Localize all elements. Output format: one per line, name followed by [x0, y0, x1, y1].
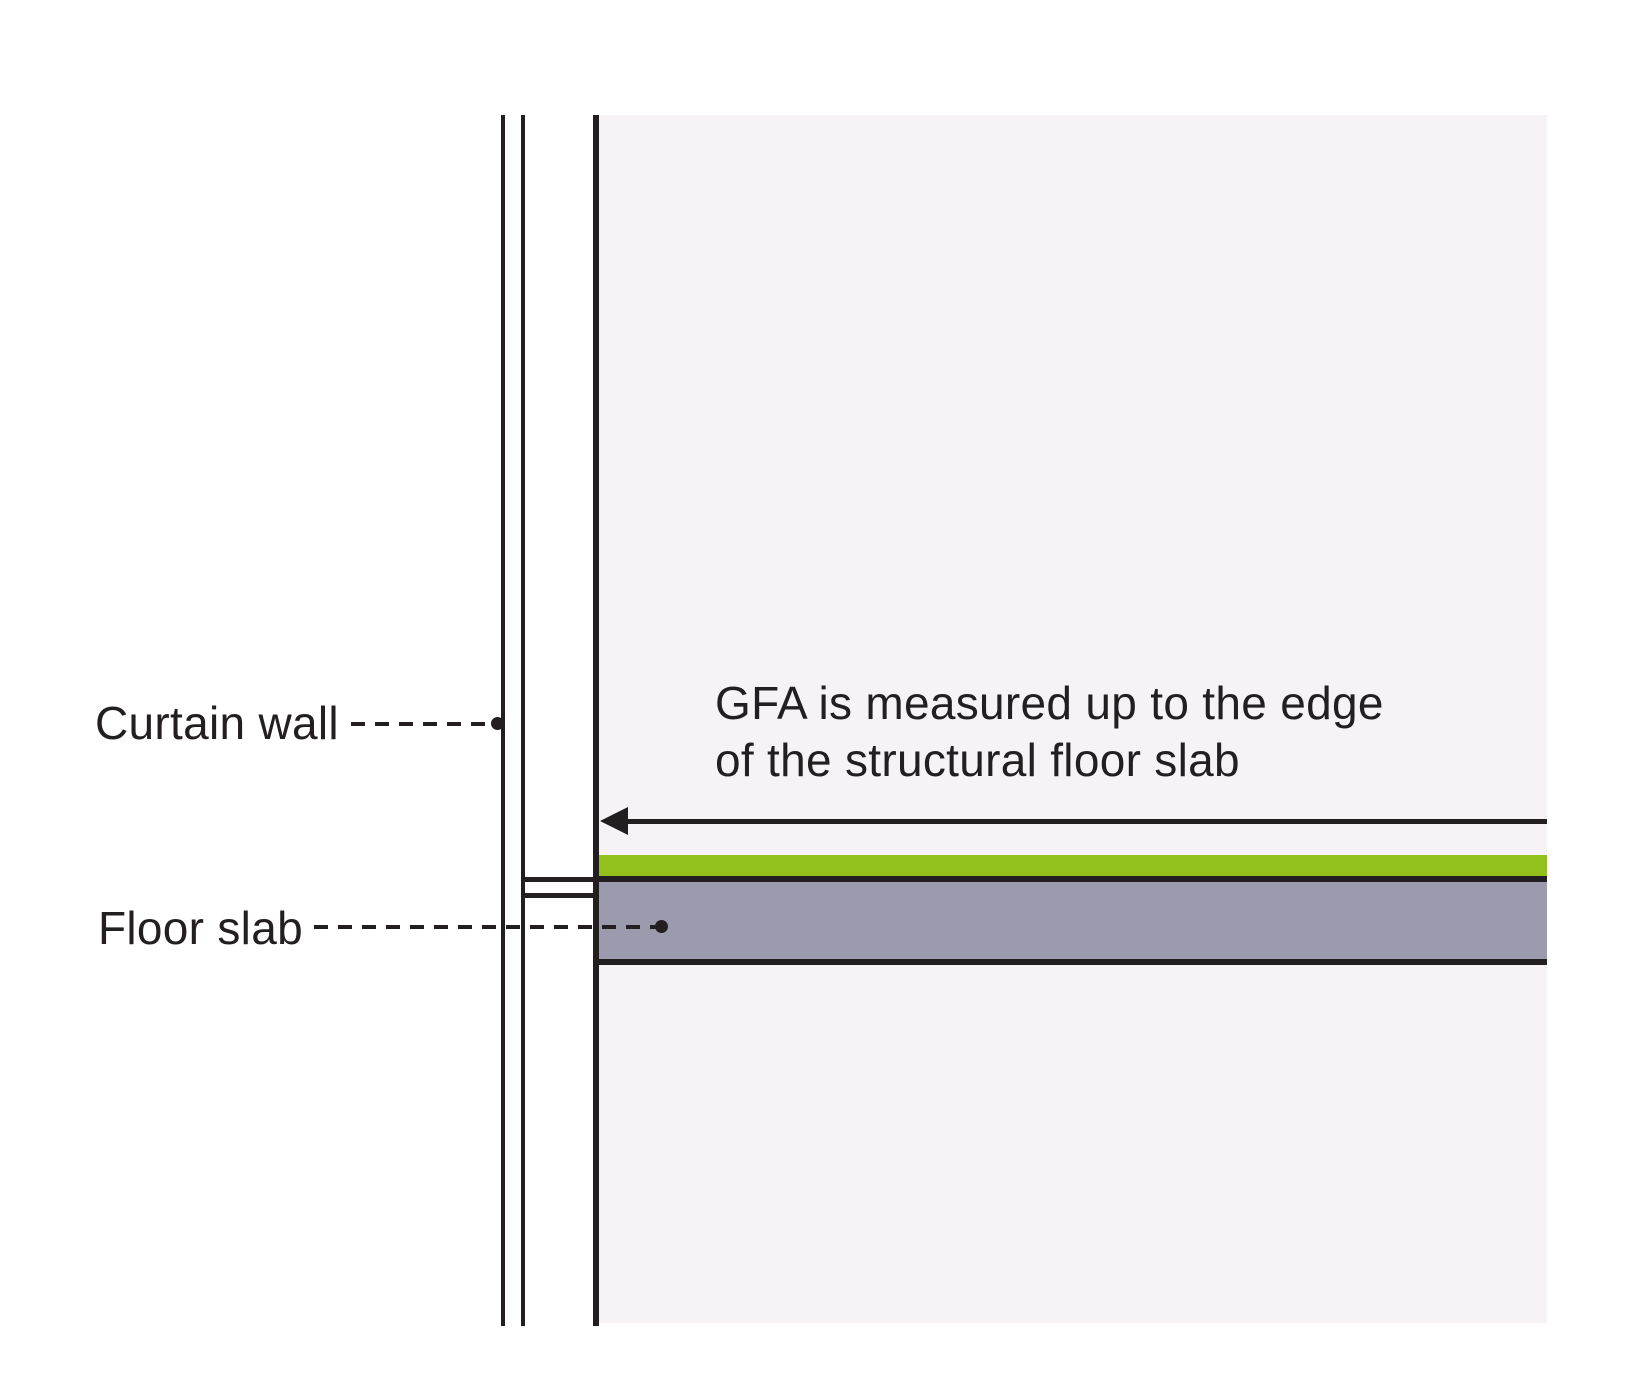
- curtain-wall-inner-line: [521, 115, 525, 1326]
- slab-edge-line: [593, 115, 599, 1326]
- gfa-annotation-line2: of the structural floor slab: [715, 734, 1240, 786]
- gfa-annotation-line1: GFA is measured up to the edge: [715, 677, 1384, 729]
- floor-finish-strip: [599, 855, 1547, 876]
- gfa-measure-arrow-head-icon: [600, 807, 628, 835]
- gfa-annotation: GFA is measured up to the edge of the st…: [715, 675, 1384, 789]
- slab-connector-bottom-line: [521, 893, 595, 898]
- floor-slab-leader-line: [314, 925, 656, 929]
- floor-slab-label: Floor slab: [98, 902, 303, 954]
- curtain-wall-label: Curtain wall: [95, 697, 339, 749]
- interior-region: [599, 115, 1547, 1323]
- curtain-wall-leader-line: [351, 722, 491, 726]
- floor-slab-leader-dot: [655, 920, 668, 933]
- floor-slab-fill: [599, 876, 1547, 965]
- curtain-wall-leader-dot: [491, 717, 504, 730]
- gfa-measure-arrow-line: [624, 819, 1547, 824]
- slab-connector-top-line: [521, 877, 595, 882]
